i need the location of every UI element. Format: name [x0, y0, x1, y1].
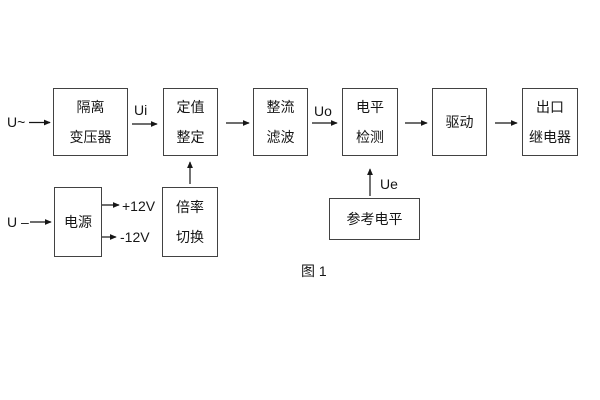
block-label: 定值 — [176, 98, 205, 115]
block-label: 隔离 — [76, 98, 105, 115]
block-label: 出口 — [536, 98, 564, 115]
block-label: 电源 — [64, 213, 92, 230]
signal-label-dc-input: U – — [7, 214, 29, 230]
signal-label-uo: Uo — [314, 103, 332, 119]
figure-caption: 图 1 — [301, 263, 327, 279]
signal-label-ac-input: U~ — [7, 114, 26, 130]
signal-label-neg-12v: -12V — [120, 229, 150, 245]
block-label: 切换 — [176, 228, 204, 245]
signal-label-pos-12v: +12V — [122, 198, 156, 214]
block-level-detect: 电平 检测 — [342, 88, 398, 156]
signal-label-ui: Ui — [134, 102, 148, 118]
block-label: 整流 — [266, 98, 295, 115]
block-label: 变压器 — [69, 128, 112, 145]
block-label: 电平 — [356, 98, 384, 115]
block-label: 倍率 — [176, 198, 204, 215]
block-rectifier-filter: 整流 滤波 — [253, 88, 308, 156]
block-reference-level: 参考电平 — [329, 198, 420, 240]
block-label: 整定 — [176, 128, 205, 145]
block-isolation-transformer: 隔离 变压器 — [53, 88, 128, 156]
block-label: 继电器 — [529, 128, 571, 145]
block-ratio-switch: 倍率 切换 — [162, 187, 218, 257]
block-driver: 驱动 — [432, 88, 487, 156]
block-output-relay: 出口 继电器 — [522, 88, 578, 156]
block-label: 滤波 — [266, 128, 295, 145]
block-label: 检测 — [356, 128, 384, 145]
block-label: 参考电平 — [346, 210, 403, 227]
signal-label-ue: Ue — [380, 176, 398, 192]
block-label: 驱动 — [445, 113, 474, 130]
block-setting-adjust: 定值 整定 — [163, 88, 218, 156]
block-power-supply: 电源 — [54, 187, 102, 257]
